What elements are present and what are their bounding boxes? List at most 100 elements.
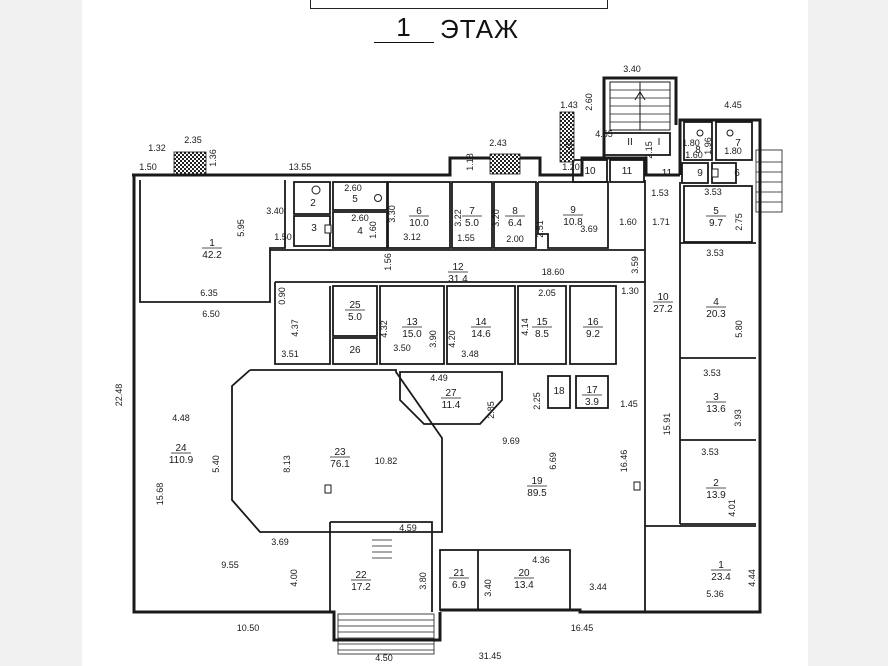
dimension-label: 1.36 — [208, 149, 218, 167]
dimension-label: 1.71 — [652, 217, 670, 227]
outer-walls — [132, 76, 762, 642]
wall-outline-bottom — [132, 175, 442, 642]
room-area-room-7: 5.0 — [465, 218, 479, 229]
wall-stair-II — [603, 132, 671, 156]
wall-top-notch — [602, 76, 678, 160]
wall-room16 — [569, 285, 617, 365]
wall-room27 — [399, 371, 503, 425]
dimension-label: 3.30 — [387, 205, 397, 223]
room-area-room-r4: 20.3 — [706, 309, 726, 320]
dimension-label: 5.95 — [236, 219, 246, 237]
room-number-room-26: 26 — [349, 345, 361, 356]
room-area-room-25: 5.0 — [348, 312, 362, 323]
room-area-room-19: 89.5 — [527, 488, 547, 499]
sink-fixture — [711, 168, 719, 178]
grate-left — [173, 151, 207, 175]
dimension-label: 3.48 — [461, 349, 479, 359]
toilet-fixture — [696, 129, 704, 137]
room-area-room-1-left: 42.2 — [202, 250, 222, 261]
room-number-room-r1: 1 — [718, 560, 724, 571]
dimension-label: 2.43 — [489, 138, 507, 148]
dimension-label: 1.30 — [621, 286, 639, 296]
room-number-room-r3: 3 — [713, 392, 719, 403]
dimension-label: 2.05 — [538, 288, 556, 298]
dimension-label: 6.35 — [200, 288, 218, 298]
room-number-room-2-small: 2 — [310, 198, 316, 209]
room-number-room-20: 20 — [518, 568, 530, 579]
room-number-room-24: 24 — [175, 443, 187, 454]
stair-steps-top — [610, 89, 670, 123]
dimension-label: 3.40 — [623, 64, 641, 74]
dimension-label: 3.59 — [630, 256, 640, 274]
room-number-room-9: 9 — [570, 205, 576, 216]
wall-room7 — [451, 181, 493, 249]
wall-room6 — [387, 181, 451, 249]
dimension-label: 4.37 — [290, 319, 300, 337]
room-area-room-r3: 13.6 — [706, 404, 726, 415]
dimension-label: 2.85 — [486, 401, 496, 419]
room-number-room-r10-corridor: 10 — [657, 292, 669, 303]
grates — [173, 111, 575, 175]
dimension-label: 1.55 — [457, 233, 475, 243]
stair-bottom-frame — [337, 613, 435, 655]
wall-room18 — [547, 375, 571, 409]
drawing-sheet — [82, 0, 808, 666]
dimension-label: 1.20 — [562, 162, 580, 172]
dimension-label: 3.80 — [418, 572, 428, 590]
grate-vertical — [559, 111, 575, 163]
dimension-label: 2.15 — [644, 141, 654, 159]
room-area-room-15: 8.5 — [535, 329, 549, 340]
dimension-label: 15.91 — [662, 413, 672, 436]
dimension-label: 4.36 — [532, 555, 550, 565]
dimension-label: 16.46 — [619, 450, 629, 473]
wall-outline-right — [440, 118, 762, 614]
dimension-label: 16.45 — [571, 623, 594, 633]
room-number-room-11-top: 11 — [622, 166, 633, 177]
dimension-label: 4.45 — [724, 100, 742, 110]
dimension-label: 3.50 — [393, 343, 411, 353]
stair-bottom — [337, 539, 435, 655]
dimension-label: 8.13 — [282, 455, 292, 473]
dimension-label: 5.40 — [211, 455, 221, 473]
wall-room25 — [332, 285, 378, 337]
wall-upper-block — [274, 282, 331, 365]
dimension-label: 4.48 — [172, 413, 190, 423]
wall-r5 — [683, 185, 753, 243]
dimension-label: 3.93 — [733, 409, 743, 427]
wall-r7 — [715, 121, 753, 161]
room-number-room-14: 14 — [475, 317, 487, 328]
room-number-room-r7: 7 — [735, 138, 741, 149]
floor-number: 1 — [374, 12, 434, 43]
wall-outline-left — [132, 156, 680, 177]
wall-room15 — [517, 285, 567, 365]
dimension-label: 5.80 — [734, 320, 744, 338]
dimension-label: 4.50 — [375, 653, 393, 663]
dimension-label: 2.25 — [532, 392, 542, 410]
room-number-room-r11: 11 — [662, 168, 673, 179]
dimension-label: 1.60 — [685, 150, 703, 160]
room-area-room-9: 10.8 — [563, 217, 583, 228]
dimension-label: 1.43 — [560, 100, 578, 110]
dimension-label: 2.51 — [535, 220, 545, 238]
fixtures — [311, 129, 734, 494]
room-area-room-14: 14.6 — [471, 329, 491, 340]
room-area-room-17: 3.9 — [585, 397, 599, 408]
room-area-room-20: 13.4 — [514, 580, 534, 591]
room-area-room-6: 10.0 — [409, 218, 429, 229]
room-number-room-8: 8 — [512, 206, 518, 217]
dimension-label: 3.69 — [271, 537, 289, 547]
room-area-room-r1: 23.4 — [711, 572, 731, 583]
dimension-label: 4.01 — [727, 499, 737, 517]
wall-room11-top — [609, 159, 645, 183]
room-area-room-27: 11.4 — [442, 400, 461, 411]
room-area-room-23: 76.1 — [330, 459, 350, 470]
dimension-label: 18.60 — [542, 267, 565, 277]
dimension-label: 3.53 — [704, 187, 722, 197]
room-area-room-24: 110.9 — [169, 455, 194, 466]
wall-r8 — [683, 121, 713, 161]
stair-right-frame — [755, 149, 783, 213]
stair-top-arrowhead — [634, 91, 646, 101]
dimension-label: 6.69 — [548, 452, 558, 470]
